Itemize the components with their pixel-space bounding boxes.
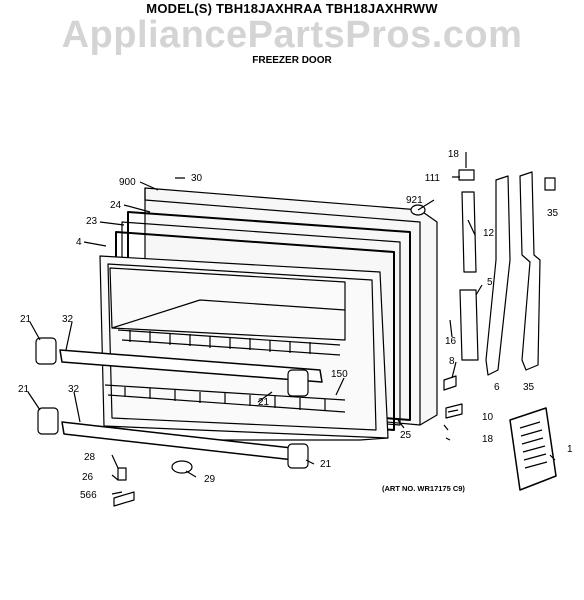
callout-28: 28 [84,452,96,463]
callout-566: 566 [80,490,97,501]
callout-23: 23 [86,216,98,227]
callout-16: 16 [445,336,457,347]
callout-21-mid: 21 [258,397,270,408]
callout-35-lower: 35 [523,382,535,393]
callout-24: 24 [110,200,122,211]
section-title: FREEZER DOOR [252,55,332,66]
callout-21-left-lower: 21 [18,384,30,395]
model-title: MODEL(S) TBH18JAXHRAA TBH18JAXHRWW [146,1,438,16]
callout-4: 4 [76,237,82,248]
callout-32-lower: 32 [68,384,80,395]
callout-111: 111 [425,173,441,184]
callout-150: 150 [331,369,348,380]
callout-21-right-lower: 21 [320,459,332,470]
art-number: (ART NO. WR17175 C9) [382,484,465,493]
callout-921: 921 [406,195,423,206]
callout-18-lower: 18 [482,434,494,445]
callout-21-left-upper: 21 [20,314,32,325]
callout-26: 26 [82,472,94,483]
callout-1: 1 [567,444,573,455]
callout-900: 900 [119,177,136,188]
callout-25: 25 [400,430,412,441]
callout-6: 6 [494,382,500,393]
callout-35-top: 35 [547,208,559,219]
watermark-logo: AppliancePartsPros.com [61,14,523,56]
callout-8: 8 [449,356,455,367]
callout-32-upper: 32 [62,314,74,325]
callout-30: 30 [191,173,203,184]
callout-29: 29 [204,474,216,485]
callout-5: 5 [487,277,493,288]
callout-18-top: 18 [448,149,460,160]
callout-12: 12 [483,228,495,239]
callout-10: 10 [482,412,494,423]
